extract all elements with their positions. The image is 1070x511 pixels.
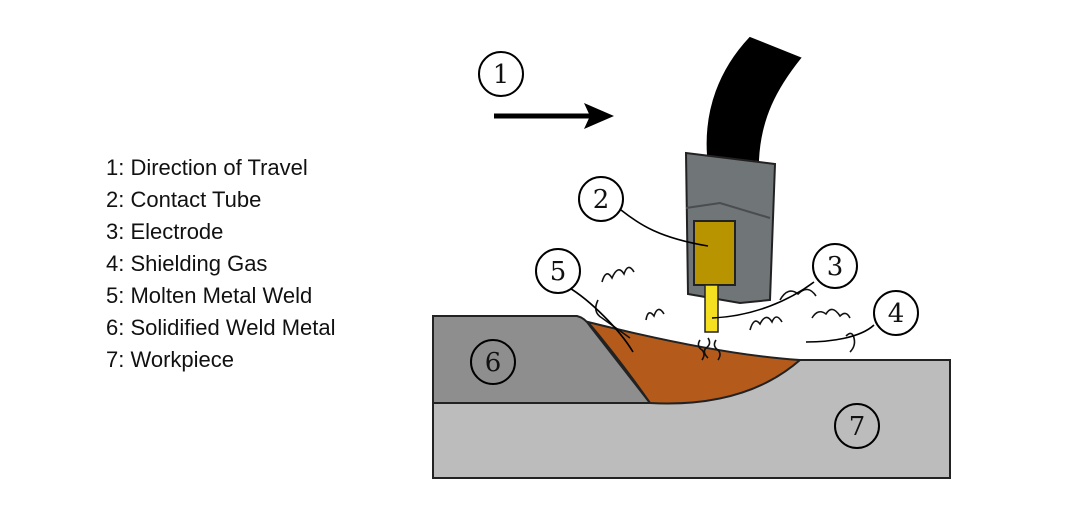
electrode [704, 284, 719, 333]
callout-5: 5 [535, 248, 581, 294]
callout-2: 2 [578, 176, 624, 222]
legend: 1: Direction of Travel 2: Contact Tube 3… [106, 152, 336, 376]
callout-6: 6 [470, 339, 516, 385]
callout-3: 3 [812, 243, 858, 289]
torch-hose [706, 36, 802, 162]
callout-5-label: 5 [550, 257, 567, 287]
leader-lines [567, 209, 875, 353]
molten-weld-pool [585, 320, 803, 405]
shielding-gas [594, 266, 856, 361]
callout-4: 4 [873, 290, 919, 336]
callout-2-label: 2 [593, 185, 610, 215]
callout-7-label: 7 [849, 412, 866, 442]
legend-item-direction-of-travel: 1: Direction of Travel [106, 155, 308, 180]
callout-1-label: 1 [493, 60, 510, 90]
legend-item-solidified-weld-metal: 6: Solidified Weld Metal [106, 315, 336, 340]
legend-item-contact-tube: 2: Contact Tube [106, 187, 262, 212]
direction-arrow [494, 103, 614, 129]
legend-item-shielding-gas: 4: Shielding Gas [106, 251, 268, 276]
callout-6-label: 6 [485, 348, 502, 378]
callout-1: 1 [478, 51, 524, 97]
legend-item-electrode: 3: Electrode [106, 219, 224, 244]
contact-tube [693, 220, 736, 286]
callout-4-label: 4 [888, 299, 905, 329]
legend-item-workpiece: 7: Workpiece [106, 347, 234, 372]
callout-3-label: 3 [827, 252, 844, 282]
callout-7: 7 [834, 403, 880, 449]
legend-item-molten-metal-weld: 5: Molten Metal Weld [106, 283, 313, 308]
